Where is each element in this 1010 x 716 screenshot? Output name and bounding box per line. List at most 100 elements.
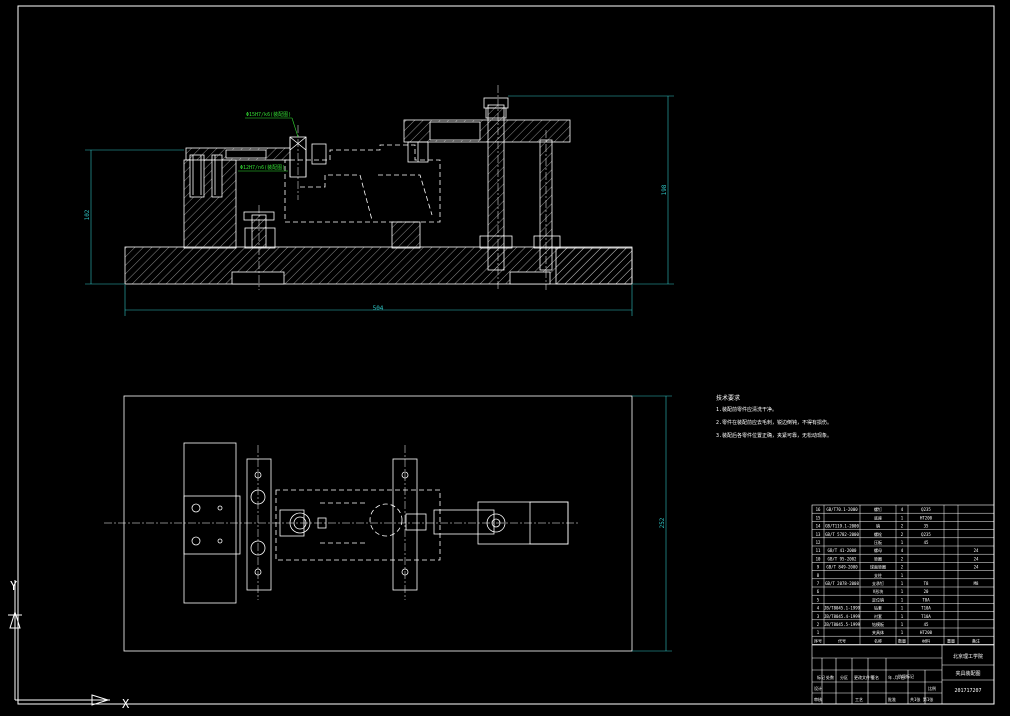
- parts-table-cell: HT200: [920, 630, 933, 635]
- workpiece-top-outline: [275, 489, 441, 561]
- title-drawing-name: 夹具装配图: [955, 670, 980, 677]
- tech-requirements: 技术要求 1.装配前零件应清洗干净。 2.零件在装配前应去毛刺，锐边倒钝，不得有…: [716, 394, 832, 439]
- parts-table-cell: 球面垫圈: [870, 564, 886, 570]
- top-view: [123, 395, 633, 652]
- parts-table-cell: GB/T 95-2002: [828, 556, 857, 561]
- drawing-border: [17, 5, 995, 705]
- parts-table-cell: 1: [901, 589, 904, 594]
- parts-table-frame: [811, 504, 995, 645]
- tb-label-date: 年.月.日: [888, 674, 905, 680]
- tb-label-sign: 签名: [871, 674, 879, 680]
- parts-table-cell: JB/T8045.4-1999: [824, 614, 861, 619]
- parts-table-cell: 20: [924, 589, 929, 594]
- title-block: [811, 644, 995, 705]
- top-view-base: [123, 395, 633, 652]
- parts-table-header-cell: 代号: [838, 637, 846, 643]
- ucs-y-label: Y: [10, 579, 18, 593]
- parts-table-cell: V形块: [873, 588, 883, 594]
- parts-table-cell: 1: [901, 622, 904, 627]
- ucs-x-label: X: [122, 697, 130, 711]
- tb-review: 审核: [814, 696, 822, 702]
- tb-process: 工艺: [855, 697, 863, 702]
- parts-table-cell: 9: [817, 565, 820, 570]
- svg-text:3.装配后各零件位置正确，夹紧可靠，无松动现象。: 3.装配后各零件位置正确，夹紧可靠，无松动现象。: [716, 432, 832, 439]
- fit-annotation-lower: Φ12H7/n6(装配图): [240, 164, 285, 171]
- threaded-rod-left: [487, 104, 505, 271]
- parts-table-header-cell: 序号: [814, 637, 822, 643]
- parts-table-cell: Q235: [921, 532, 931, 537]
- parts-table-cell: 衬套: [874, 613, 882, 619]
- dim-height-102: 102: [84, 209, 91, 220]
- parts-table-cell: GB/T 2078-2008: [825, 581, 859, 586]
- parts-table-cell: 4: [901, 507, 904, 512]
- parts-table-cell: 5: [817, 597, 820, 602]
- parts-table-cell: 支柱: [874, 572, 882, 578]
- parts-table-cell: GB/T 41-2000: [828, 548, 857, 553]
- parts-table-cell: 6: [817, 589, 820, 594]
- front-view: [124, 97, 633, 285]
- parts-table-cell: 1: [901, 606, 904, 611]
- parts-table-cell: T10A: [921, 614, 931, 619]
- v-block: [391, 221, 421, 249]
- tb-approve: 批准: [888, 696, 896, 702]
- tb-label-zone: 分区: [840, 674, 848, 680]
- parts-table-cell: 垫圈: [874, 555, 882, 561]
- parts-table-cell: 45: [924, 622, 929, 627]
- tb-label-mark: 标记: [817, 674, 825, 680]
- parts-table-cell: 1: [901, 540, 904, 545]
- parts-table-cell: 24: [974, 565, 979, 570]
- parts-table-header-cell: 数量: [898, 637, 906, 643]
- svg-text:1.装配前零件应清洗干净。: 1.装配前零件应清洗干净。: [716, 406, 777, 413]
- parts-table-cell: 11: [816, 548, 821, 553]
- parts-table-cell: 1: [901, 597, 904, 602]
- parts-table-cell: 16: [816, 507, 821, 512]
- parts-table-cell: 2: [901, 565, 904, 570]
- parts-table-cell: 钻套: [874, 605, 882, 611]
- tb-label-change-doc: 更改文件号: [854, 674, 874, 680]
- parts-table-cell: 8: [817, 573, 820, 578]
- parts-table-cell: T8A: [922, 597, 930, 602]
- parts-table-cell: 15: [816, 515, 821, 520]
- tb-design: 设计: [814, 685, 822, 691]
- parts-table-cell: M8: [974, 581, 979, 586]
- parts-table-cell: 2: [901, 532, 904, 537]
- parts-table-cell: 45: [924, 540, 929, 545]
- parts-table-cell: 2: [901, 524, 904, 529]
- parts-table-cell: 10: [816, 556, 821, 561]
- parts-table-cell: 螺母: [874, 547, 882, 553]
- parts-table-cell: 2: [901, 556, 904, 561]
- tb-scale: 比例: [928, 685, 936, 691]
- parts-table-cell: 1: [901, 630, 904, 635]
- title-drawing-no: 201717207: [954, 688, 981, 694]
- parts-table-cell: 24: [974, 556, 979, 561]
- dim-height-252: 252: [659, 517, 666, 528]
- parts-table-cell: JB/T8045.5-1999: [824, 622, 861, 627]
- tb-sheet: 共1张 第1张: [910, 696, 933, 702]
- parts-table-header-cell: 重量: [947, 637, 955, 643]
- title-school: 北京理工学院: [953, 653, 983, 660]
- parts-table-header-cell: 材料: [922, 637, 930, 643]
- parts-table-cell: 压板: [874, 539, 882, 545]
- dim-height-198: 198: [661, 184, 668, 195]
- parts-table-header-cell: 名称: [874, 637, 882, 643]
- parts-table-cell: GB/T119.1-2000: [825, 524, 859, 529]
- parts-table-cell: 13: [816, 532, 821, 537]
- parts-table-cell: 7: [817, 581, 820, 586]
- parts-table-header-cell: 备注: [972, 637, 980, 643]
- parts-table-cell: 支承钉: [872, 580, 884, 586]
- parts-table-cell: HT200: [920, 515, 933, 520]
- parts-table-cell: T10A: [921, 606, 931, 611]
- parts-table-cell: 1: [901, 573, 904, 578]
- tb-stage: 阶段标记: [898, 673, 914, 679]
- ucs-icon: [8, 580, 110, 706]
- svg-text:2.零件在装配前应去毛刺，锐边倒钝，不得有损伤。: 2.零件在装配前应去毛刺，锐边倒钝，不得有损伤。: [716, 419, 832, 426]
- dim-width-504: 504: [373, 305, 384, 312]
- parts-table-cell: 2: [817, 622, 820, 627]
- parts-table-cell: 底座: [874, 514, 882, 520]
- svg-text:技术要求: 技术要求: [716, 394, 740, 402]
- parts-table-cell: GB/T70.1-2000: [826, 507, 858, 512]
- parts-table-cell: 1: [901, 581, 904, 586]
- clamp-plate: [403, 119, 571, 143]
